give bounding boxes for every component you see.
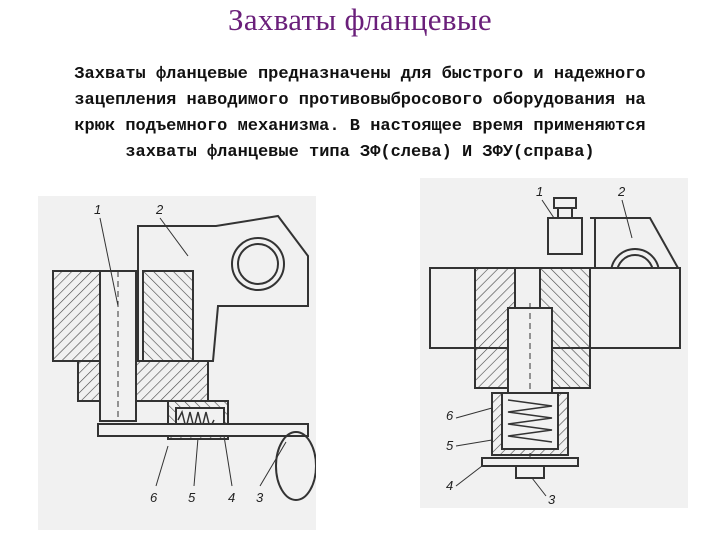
paragraph-line-2: зацепления наводимого противовыбросового…	[74, 91, 646, 110]
callout-left-4: 4	[228, 490, 235, 505]
callout-left-1: 1	[94, 202, 101, 217]
callout-left-6: 6	[150, 490, 158, 505]
callout-left-3: 3	[256, 490, 264, 505]
callout-left-5: 5	[188, 490, 196, 505]
paragraph-line-4: захваты фланцевые типа ЗФ(слева) И ЗФУ(с…	[125, 143, 595, 162]
drawing-zf-svg: 1 2 6 5 4 3	[52, 202, 316, 505]
slide-paragraph: Захваты фланцевые предназначены для быст…	[36, 62, 684, 166]
callout-right-1: 1	[536, 184, 543, 199]
callout-right-4: 4	[446, 478, 453, 493]
drawing-zf-left: 1 2 6 5 4 3	[38, 196, 316, 530]
callout-left-2: 2	[155, 202, 164, 217]
drawing-zfu-svg: 1 2 6 5 4 3	[429, 184, 681, 507]
slide-title: Захваты фланцевые	[228, 2, 492, 37]
paragraph-line-3: крюк подъемного механизма. В настоящее в…	[74, 117, 646, 136]
drawing-zfu-right: 1 2 6 5 4 3	[420, 178, 688, 508]
callout-right-5: 5	[446, 438, 454, 453]
paragraph-line-1: Захваты фланцевые предназначены для быст…	[74, 65, 646, 84]
callout-right-2: 2	[617, 184, 626, 199]
callout-right-3: 3	[548, 492, 556, 507]
callout-right-6: 6	[446, 408, 454, 423]
